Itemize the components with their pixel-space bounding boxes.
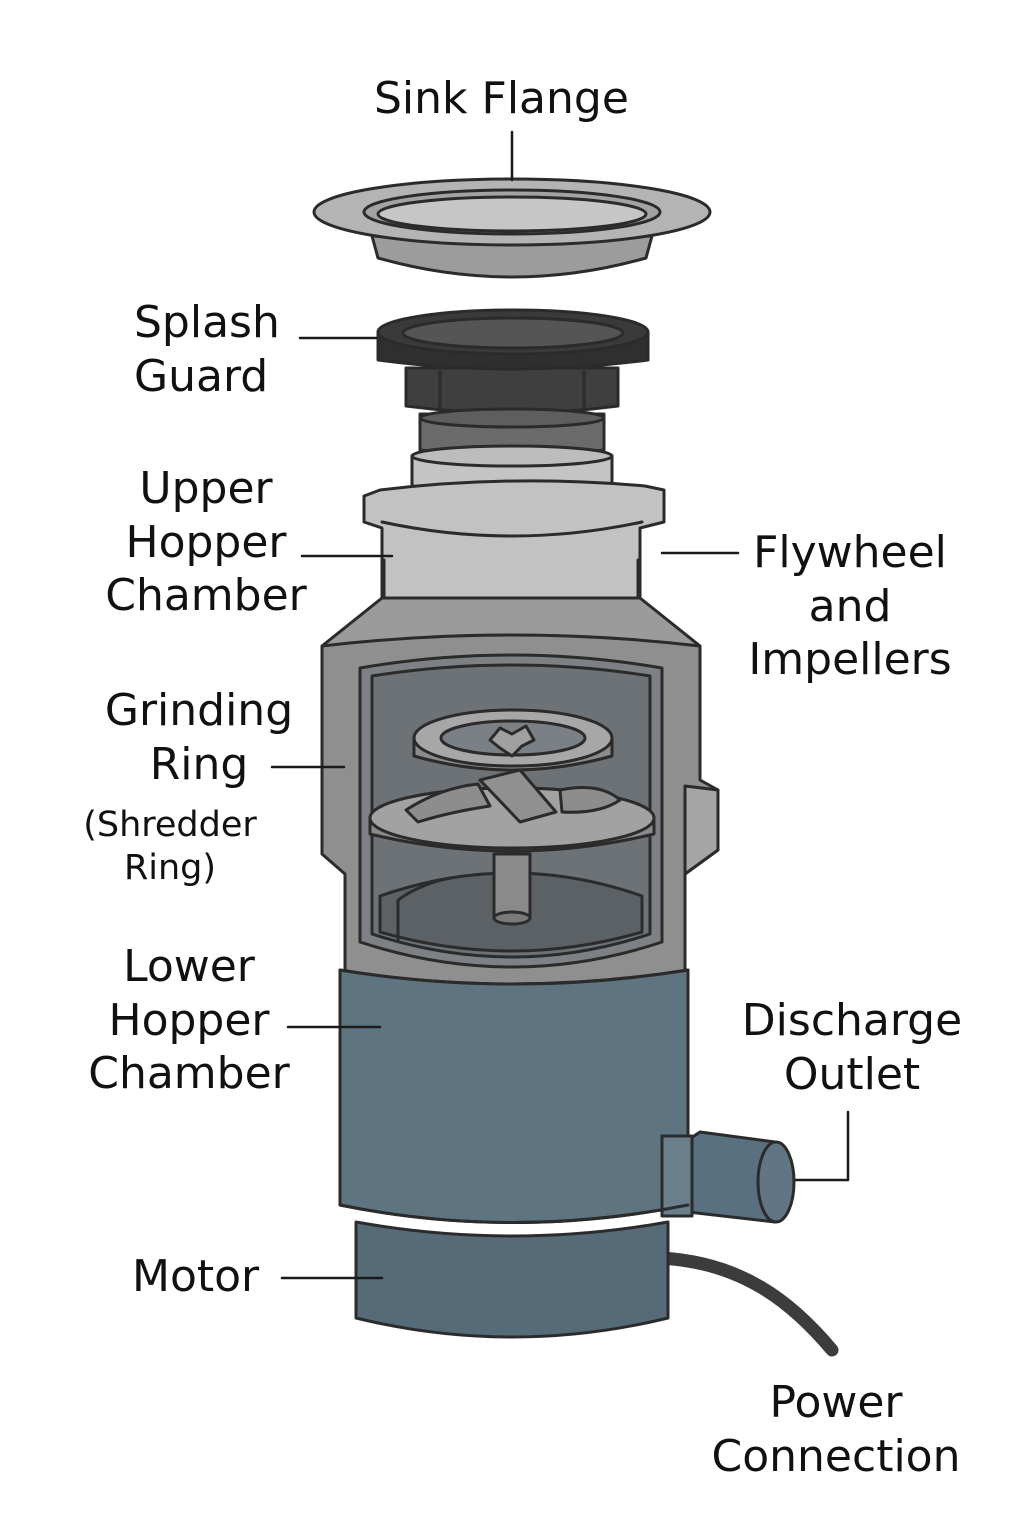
leader-discharge	[794, 1110, 850, 1182]
power-cord	[653, 1251, 839, 1357]
label-line: Impellers	[748, 634, 952, 686]
leader-lines	[270, 130, 850, 1280]
label-line: Connection	[711, 1430, 961, 1482]
splash-guard-part	[376, 308, 650, 416]
label-line: Flywheel	[753, 527, 947, 578]
label-motor-text: Motor	[132, 1251, 260, 1302]
label-line: Hopper	[125, 516, 287, 568]
label-line: (Shredder	[83, 805, 257, 845]
label-line: Power	[769, 1377, 903, 1428]
label-sink-flange: Sink Flange	[374, 72, 629, 126]
label-lower-hopper: Lower Hopper Chamber	[84, 940, 294, 1101]
discharge-outlet-part	[660, 1130, 796, 1224]
label-line: Hopper	[108, 994, 270, 1046]
label-line: Chamber	[88, 1048, 290, 1100]
label-line: Chamber	[105, 570, 307, 622]
motor-part	[338, 1203, 690, 1339]
label-splash-guard: Splash Guard	[134, 296, 280, 403]
label-line: Lower	[123, 941, 255, 992]
label-line: Ring)	[123, 847, 217, 888]
label-upper-hopper: Upper Hopper Chamber	[96, 462, 316, 623]
label-flywheel-impellers: Flywheel and Impellers	[740, 526, 960, 687]
label-grinding-ring: Grinding Ring	[94, 684, 304, 791]
label-line: Discharge	[741, 995, 963, 1046]
label-line: Guard	[134, 350, 269, 402]
label-line: and	[808, 580, 892, 632]
label-line: Outlet	[783, 1048, 921, 1100]
label-line: Splash	[134, 297, 280, 348]
label-power-connection: Power Connection	[698, 1376, 974, 1483]
label-line: Upper	[139, 463, 273, 514]
label-line: Grinding	[104, 685, 294, 736]
label-motor: Motor	[132, 1250, 259, 1304]
label-sink-flange-text: Sink Flange	[374, 73, 629, 124]
label-shredder-ring: (Shredder Ring)	[70, 804, 270, 889]
lower-hopper-part	[338, 968, 690, 1224]
grinding-body-part	[320, 633, 720, 1002]
upper-hopper-part	[320, 479, 702, 662]
label-line: Ring	[149, 738, 249, 790]
sink-flange-part	[312, 177, 712, 279]
label-discharge-outlet: Discharge Outlet	[732, 994, 972, 1101]
